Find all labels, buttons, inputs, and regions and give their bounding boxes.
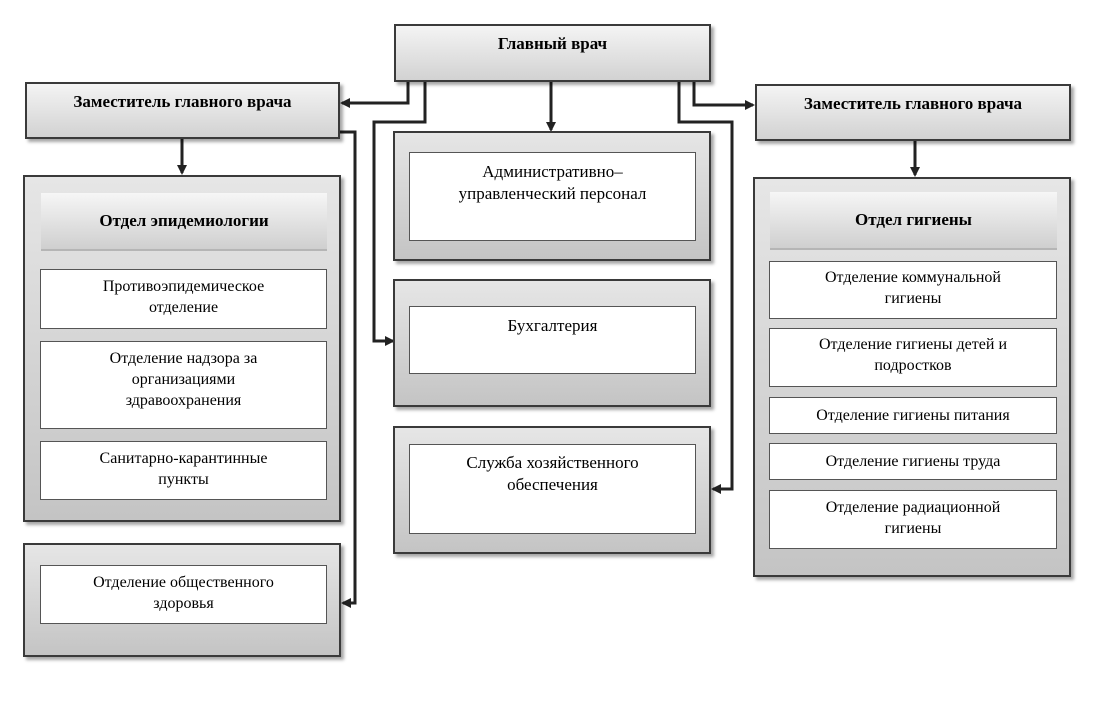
deputy-left-label: Заместитель главного врача: [73, 92, 292, 111]
epidemiology-department: Отдел эпидемиологии Противоэпидемическое…: [23, 175, 341, 522]
hygiene-unit: Отделение гигиены детей и подростков: [769, 328, 1057, 387]
deputy-right-label: Заместитель главного врача: [803, 94, 1023, 113]
chief-doctor-box: Главный врач: [394, 24, 711, 82]
hygiene-department: Отдел гигиены Отделение коммунальной гиг…: [753, 177, 1071, 577]
supply-panel: Служба хозяйственного обеспечения: [393, 426, 711, 554]
hygiene-unit: Отделение радиационной гигиены: [769, 490, 1057, 549]
public-health-panel: Отделение общественного здоровья: [23, 543, 341, 657]
admin-panel: Административно– управленческий персонал: [393, 131, 711, 261]
arrow-chief-to-accounting: [372, 82, 427, 346]
supply-service-unit: Служба хозяйственного обеспечения: [409, 444, 696, 534]
epidemiology-unit: Санитарно-карантинные пункты: [40, 441, 327, 500]
epidemiology-unit: Противоэпидемическое отделение: [40, 269, 327, 329]
epidemiology-unit: Отделение надзора за организациями здрав…: [40, 341, 327, 429]
public-health-unit: Отделение общественного здоровья: [40, 565, 327, 624]
arrow-chief-to-deputy-left: [340, 82, 410, 108]
arrow-deputy-left-to-public-health: [340, 130, 357, 608]
hygiene-unit: Отделение коммунальной гигиены: [769, 261, 1057, 319]
epidemiology-title: Отдел эпидемиологии: [41, 193, 327, 251]
deputy-right-box: Заместитель главного врача: [755, 84, 1071, 141]
accounting-panel: Бухгалтерия: [393, 279, 711, 407]
accounting-unit: Бухгалтерия: [409, 306, 696, 374]
hygiene-unit: Отделение гигиены питания: [769, 397, 1057, 434]
hygiene-unit: Отделение гигиены труда: [769, 443, 1057, 480]
chief-doctor-label: Главный врач: [497, 34, 608, 53]
hygiene-title: Отдел гигиены: [770, 192, 1057, 250]
arrow-chief-to-supply: [677, 82, 734, 494]
deputy-left-box: Заместитель главного врача: [25, 82, 340, 139]
admin-staff-unit: Административно– управленческий персонал: [409, 152, 696, 241]
arrow-chief-to-deputy-right: [692, 82, 755, 110]
